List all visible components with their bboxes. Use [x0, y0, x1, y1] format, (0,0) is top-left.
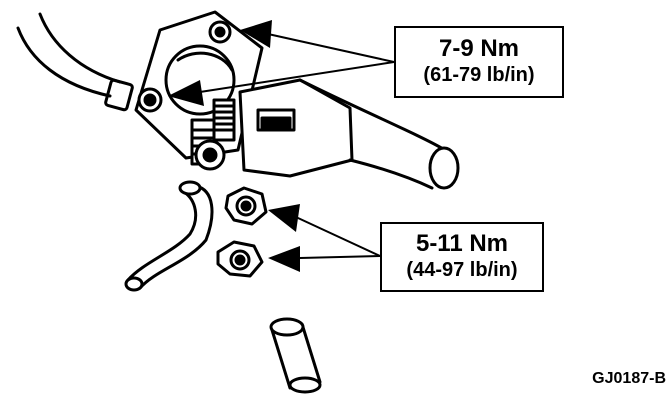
bracket-bolt-top — [208, 20, 232, 44]
torque-callout-lower: 5-11 Nm (44-97 lb/in) — [380, 222, 544, 292]
hose-elbow — [124, 180, 214, 292]
torque-value-metric: 5-11 Nm — [415, 230, 509, 257]
leader-arrow-upper-left — [168, 61, 395, 106]
torque-value-metric: 7-9 Nm — [438, 35, 520, 62]
hex-nut-upper — [224, 186, 268, 226]
leader-arrow-lower-top — [268, 204, 381, 257]
figure-id-label: GJ0187-B — [592, 370, 666, 387]
leader-arrow-upper-top — [240, 20, 395, 63]
pin-cylinder — [269, 317, 322, 394]
leader-arrow-lower-bottom — [268, 246, 381, 272]
torque-value-imperial: (44-97 lb/in) — [406, 259, 518, 281]
lever-handle — [238, 78, 460, 190]
bracket-bolt-left — [137, 87, 163, 113]
spring-stud — [190, 98, 236, 171]
hex-nut-lower — [216, 240, 264, 278]
torque-value-imperial: (61-79 lb/in) — [423, 64, 535, 86]
torque-callout-upper: 7-9 Nm (61-79 lb/in) — [394, 26, 564, 98]
cable-hose — [16, 12, 134, 112]
